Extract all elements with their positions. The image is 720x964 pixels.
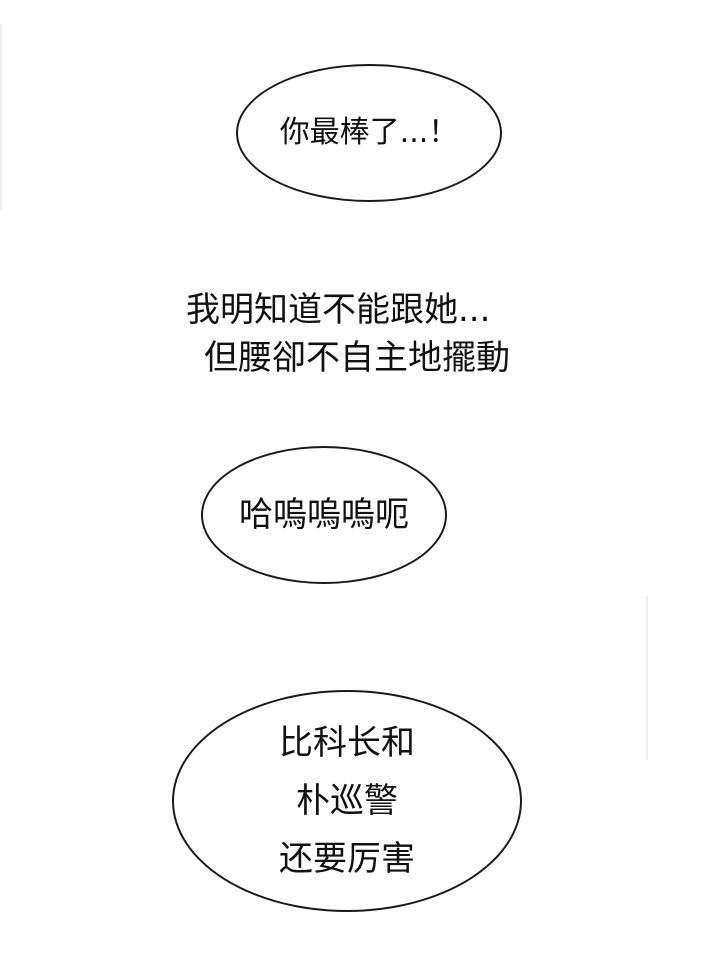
speech-bubble-moan: 哈嗚嗚嗚呃 [201, 446, 447, 584]
speech-bubble-praise: 你最棒了...！ [236, 64, 502, 202]
narration-text-line: 我明知道不能跟她... [186, 290, 491, 330]
bubble-text-line: 比科长和 [279, 723, 415, 763]
bubble-text-line: 还要厉害 [279, 839, 415, 879]
bubble-text-line: 朴巡警 [296, 781, 398, 821]
narration-text-line: 但腰卻不自主地擺動 [204, 338, 510, 378]
panel-edge-left [0, 24, 2, 210]
bubble-text-line: 你最棒了...！ [279, 115, 459, 150]
bubble-text-line: 哈嗚嗚嗚呃 [239, 495, 409, 535]
speech-bubble-comparison: 比科长和 朴巡警 还要厉害 [172, 690, 522, 912]
panel-edge-right [646, 596, 648, 760]
